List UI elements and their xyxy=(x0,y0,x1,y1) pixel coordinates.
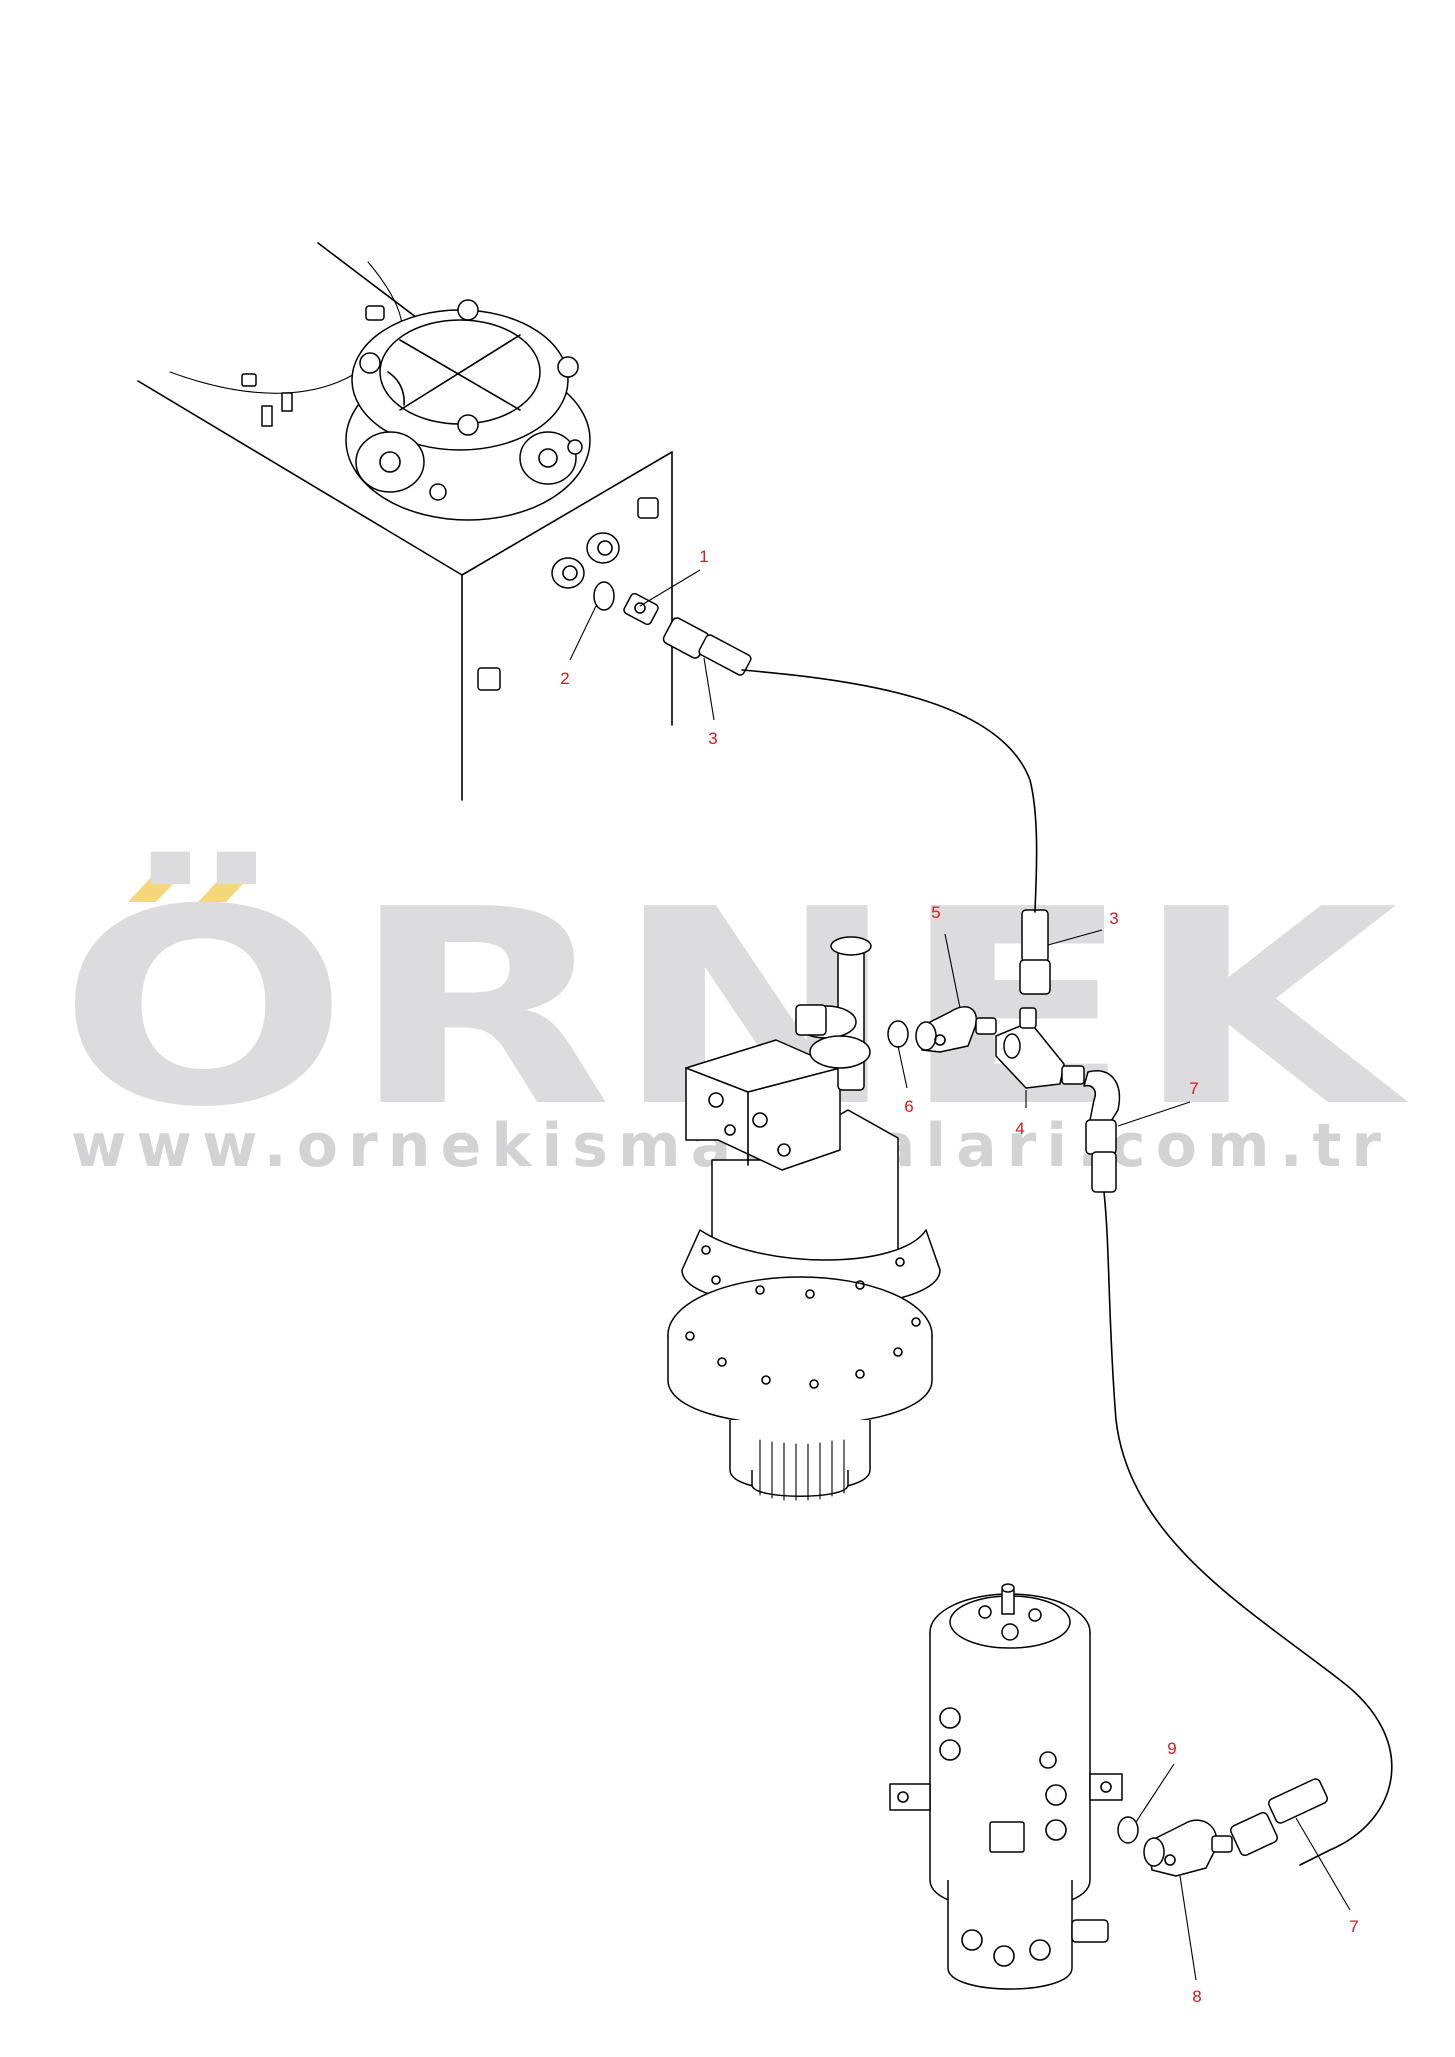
callout-4: 4 xyxy=(1015,1119,1024,1138)
o-ring-9 xyxy=(1117,1816,1139,1844)
elbow-8 xyxy=(1143,1819,1233,1877)
hose-fitting-7-lower xyxy=(1230,1778,1328,1857)
hose-fitting-7-upper xyxy=(1083,1070,1121,1193)
hose-connector-upper xyxy=(593,581,752,676)
callout-1: 1 xyxy=(699,547,708,566)
callout-7-lower: 7 xyxy=(1349,1917,1358,1936)
swing-motor xyxy=(667,936,941,1501)
tank-stud xyxy=(241,305,385,427)
swivel-joint xyxy=(889,1583,1123,1990)
hose-lines xyxy=(741,669,1393,1866)
tank-filter-cover xyxy=(345,299,591,521)
o-ring-6 xyxy=(887,1020,909,1048)
tank-boss xyxy=(637,497,659,519)
adapter-1 xyxy=(623,592,659,626)
callout-3-lower: 3 xyxy=(1109,909,1118,928)
watermark-accent-left xyxy=(128,870,186,902)
o-ring-2 xyxy=(593,581,615,611)
watermark-accent-right xyxy=(198,870,256,902)
callout-3-upper: 3 xyxy=(708,729,717,748)
callout-7-upper: 7 xyxy=(1189,1079,1198,1098)
tank-boss xyxy=(477,667,501,691)
tee-4 xyxy=(995,1007,1085,1089)
tank-port xyxy=(551,532,620,589)
callout-leaders xyxy=(569,569,1351,1981)
callout-6: 6 xyxy=(904,1097,913,1116)
elbow-5 xyxy=(915,1006,997,1053)
motor-port-fittings xyxy=(795,1004,871,1069)
callout-9: 9 xyxy=(1167,1739,1176,1758)
callout-5: 5 xyxy=(931,903,940,922)
motor-flange-bolts xyxy=(685,1245,921,1389)
callout-2: 2 xyxy=(560,669,569,688)
callout-labels: 1 2 3 3 4 5 6 7 7 8 9 xyxy=(560,547,1358,2006)
hose-fitting-3-upper xyxy=(662,617,752,676)
callout-8: 8 xyxy=(1192,1987,1201,2006)
hydraulic-tank xyxy=(137,242,673,801)
hose-fitting-3-lower xyxy=(1019,909,1051,995)
